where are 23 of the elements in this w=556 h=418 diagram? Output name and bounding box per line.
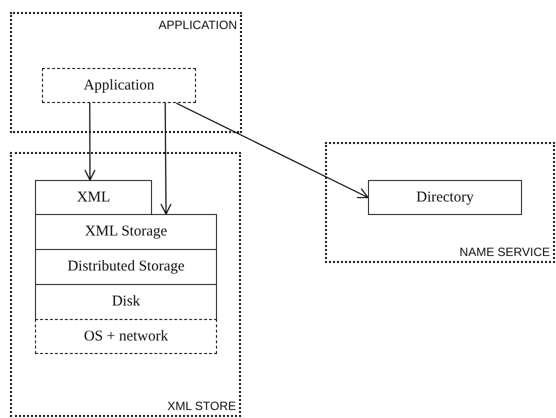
component-box bbox=[35, 284, 217, 320]
group-label: APPLICATION bbox=[158, 18, 237, 32]
arrow bbox=[84, 103, 96, 181]
component-box bbox=[35, 319, 217, 354]
component-box bbox=[35, 249, 217, 285]
box-label: Directory bbox=[415, 189, 475, 206]
group-label: XML STORE bbox=[167, 399, 236, 413]
component-box bbox=[42, 68, 196, 103]
box-label: OS + network bbox=[82, 328, 170, 345]
group-container bbox=[10, 152, 241, 417]
box-label: XML bbox=[76, 189, 112, 206]
arrow bbox=[176, 102, 369, 198]
component-box bbox=[35, 180, 152, 215]
arrow bbox=[160, 103, 172, 215]
component-box bbox=[35, 214, 217, 250]
group-container bbox=[325, 142, 555, 263]
box-label: Distributed Storage bbox=[66, 258, 186, 276]
group-label: NAME SERVICE bbox=[460, 245, 550, 259]
box-label: Application bbox=[82, 77, 156, 94]
box-label: Disk bbox=[110, 294, 142, 310]
group-container bbox=[10, 12, 242, 133]
component-box bbox=[368, 180, 522, 215]
box-label: XML Storage bbox=[84, 224, 168, 240]
